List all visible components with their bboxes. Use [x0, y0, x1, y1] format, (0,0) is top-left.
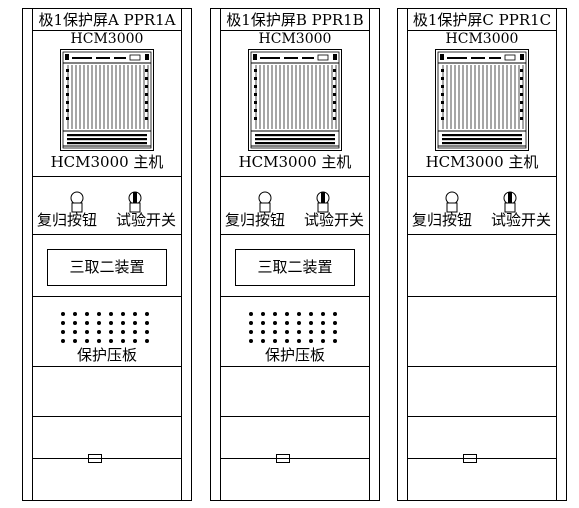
cabinet-b: 极1保护屏B PPR1B HCM3000 HCM3000 主机 复归按钮 试验开…: [210, 8, 380, 501]
divider: [221, 366, 369, 367]
divider: [33, 176, 181, 177]
reset-button-label: 复归按钮: [36, 211, 97, 229]
cabinet-title: 极1保护屏B PPR1B: [226, 11, 364, 29]
chassis-model-label: HCM3000: [258, 31, 332, 47]
terminal-box: [276, 454, 290, 463]
terminal-box: [88, 454, 102, 463]
divider: [408, 458, 556, 459]
protection-plate-dots: [59, 311, 157, 347]
hcm3000-chassis: [435, 49, 529, 151]
test-switch-icon[interactable]: [316, 191, 330, 213]
terminal-box: [463, 454, 477, 463]
cabinet-c: 极1保护屏C PPR1C HCM3000 HCM3000 主机 复归按钮 试验开…: [397, 8, 567, 501]
divider: [221, 296, 369, 297]
protection-plate-dots: [247, 311, 345, 347]
divider: [33, 296, 181, 297]
two-of-three-device: 三取二装置: [235, 249, 355, 286]
reset-button-icon[interactable]: [445, 191, 459, 213]
divider: [33, 366, 181, 367]
divider: [221, 30, 369, 31]
host-label: HCM3000 主机: [425, 153, 539, 171]
cabinet-a: 极1保护屏A PPR1A HCM3000 HCM3000 主机 复归按钮 试验开…: [22, 8, 192, 501]
cabinet-frame: 极1保护屏A PPR1A HCM3000 HCM3000 主机 复归按钮 试验开…: [32, 9, 182, 500]
test-switch-label: 试验开关: [303, 211, 364, 229]
divider: [33, 30, 181, 31]
test-switch-label: 试验开关: [490, 211, 551, 229]
cabinet-title: 极1保护屏A PPR1A: [38, 11, 176, 29]
cabinet-title: 极1保护屏C PPR1C: [412, 11, 552, 29]
divider: [33, 234, 181, 235]
divider: [221, 458, 369, 459]
hcm3000-chassis: [60, 49, 154, 151]
reset-button-label: 复归按钮: [411, 211, 472, 229]
cabinet-frame: 极1保护屏C PPR1C HCM3000 HCM3000 主机 复归按钮 试验开…: [407, 9, 557, 500]
test-switch-icon[interactable]: [503, 191, 517, 213]
reset-button-label: 复归按钮: [224, 211, 285, 229]
divider: [408, 296, 556, 297]
test-switch-icon[interactable]: [128, 191, 142, 213]
reset-button-icon[interactable]: [258, 191, 272, 213]
protection-plate-label: 保护压板: [264, 346, 325, 364]
divider: [408, 30, 556, 31]
divider: [408, 366, 556, 367]
divider: [33, 458, 181, 459]
divider: [221, 176, 369, 177]
cabinet-frame: 极1保护屏B PPR1B HCM3000 HCM3000 主机 复归按钮 试验开…: [220, 9, 370, 500]
divider: [221, 234, 369, 235]
test-switch-label: 试验开关: [115, 211, 176, 229]
chassis-model-label: HCM3000: [445, 31, 519, 47]
divider: [221, 416, 369, 417]
host-label: HCM3000 主机: [238, 153, 352, 171]
hcm3000-chassis: [248, 49, 342, 151]
divider: [408, 176, 556, 177]
two-of-three-device: 三取二装置: [47, 249, 167, 286]
divider: [408, 416, 556, 417]
divider: [33, 416, 181, 417]
host-label: HCM3000 主机: [50, 153, 164, 171]
reset-button-icon[interactable]: [70, 191, 84, 213]
divider: [408, 234, 556, 235]
protection-plate-label: 保护压板: [76, 346, 137, 364]
chassis-model-label: HCM3000: [70, 31, 144, 47]
